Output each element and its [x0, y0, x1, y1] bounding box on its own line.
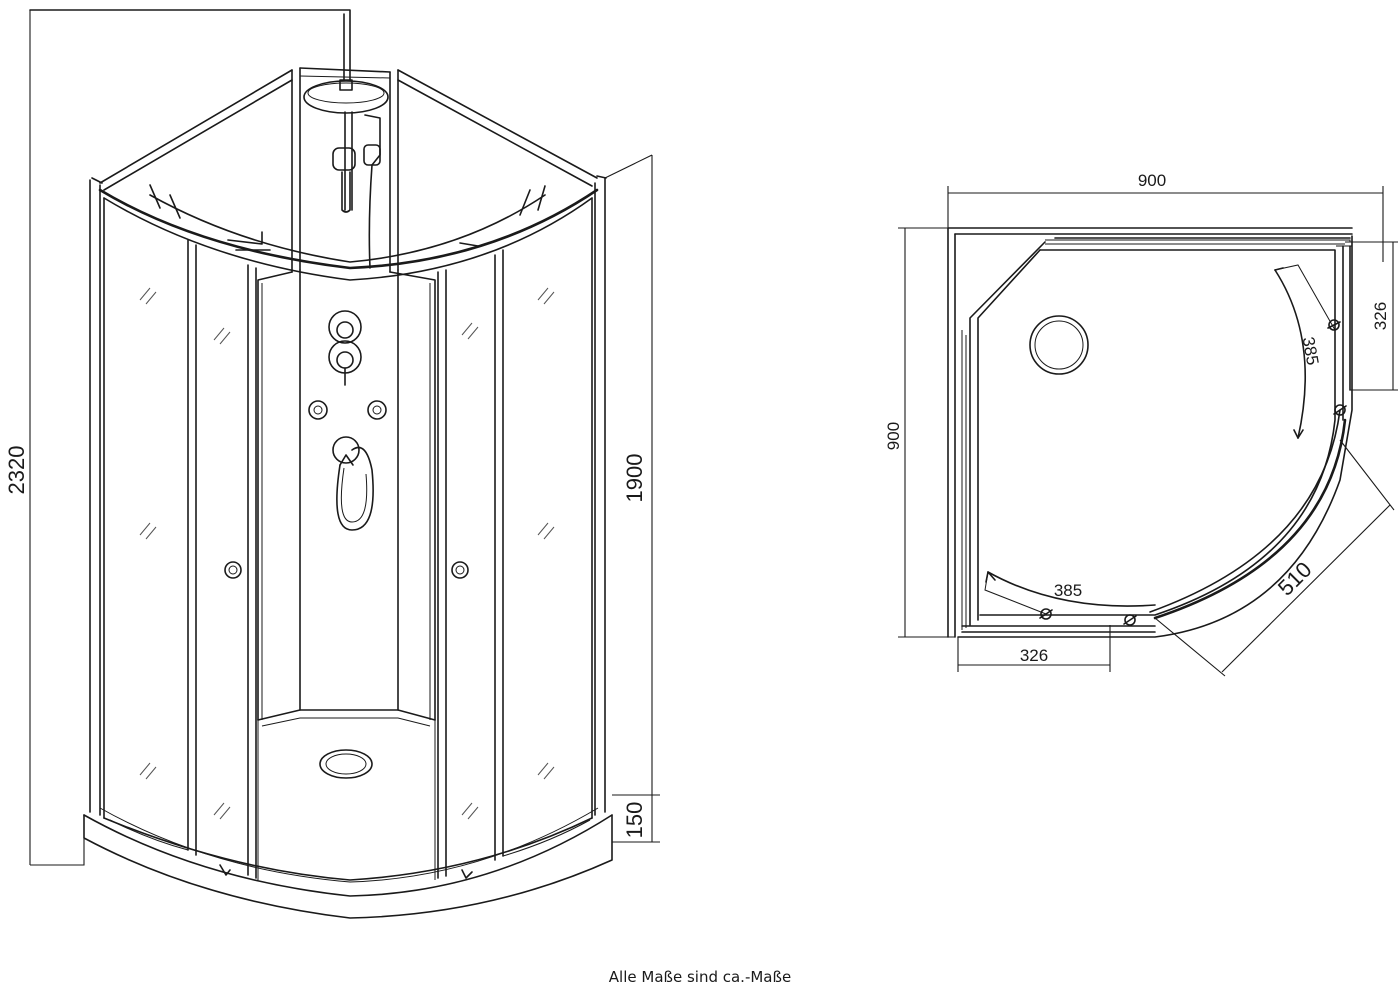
- dim-side-right-label: 326: [1371, 302, 1390, 330]
- plan-drain: [1029, 315, 1089, 375]
- dim-side-right: 326: [1345, 241, 1398, 391]
- plan-door-rollers: [1039, 319, 1347, 626]
- shower-tray: [83, 807, 613, 919]
- perspective-view: 2320 1900 150: [4, 9, 660, 919]
- dim-plan-depth: 900: [884, 227, 955, 638]
- dim-side-bottom-label: 326: [1020, 646, 1048, 665]
- cabin-frame: [89, 67, 607, 816]
- shower-column: [29, 9, 389, 779]
- plan-door-curve: [1153, 418, 1347, 620]
- dim-cabin-height-label: 1900: [622, 454, 647, 503]
- dim-door-sweep-right-label: 385: [1299, 335, 1323, 366]
- dim-side-bottom: 326: [957, 625, 1111, 672]
- dim-door-sweep-bottom-label: 385: [1054, 581, 1082, 600]
- plan-door-sweep-bottom: 385: [984, 571, 1156, 615]
- dim-total-height: 2320: [4, 10, 85, 866]
- dim-door-opening: 510: [1154, 439, 1395, 677]
- plan-inner-curve: [979, 249, 1336, 616]
- bottom-door-rail: [103, 817, 593, 881]
- dim-plan-width: 900: [947, 171, 1384, 262]
- door-left: [103, 197, 257, 879]
- dim-tray-height-label: 150: [622, 802, 647, 839]
- tray-base: [257, 709, 436, 880]
- plan-outer-boundary: [947, 227, 1353, 638]
- dim-cabin-height: 1900: [604, 154, 660, 796]
- plan-view: 385 385 900 900 326: [884, 171, 1398, 677]
- dim-total-height-label: 2320: [4, 446, 29, 495]
- dim-plan-depth-label: 900: [884, 422, 903, 450]
- rear-wall: [257, 269, 436, 721]
- door-right: [437, 197, 593, 879]
- glass-reflections: [139, 287, 555, 820]
- plan-tray-outline: [957, 235, 1353, 638]
- dim-tray-height: 150: [612, 795, 660, 843]
- dim-plan-width-label: 900: [1138, 171, 1166, 190]
- plan-door-sweep-right: 385: [1274, 264, 1336, 439]
- footnote: Alle Maße sind ca.-Maße: [608, 968, 792, 986]
- dim-door-opening-label: 510: [1273, 557, 1317, 601]
